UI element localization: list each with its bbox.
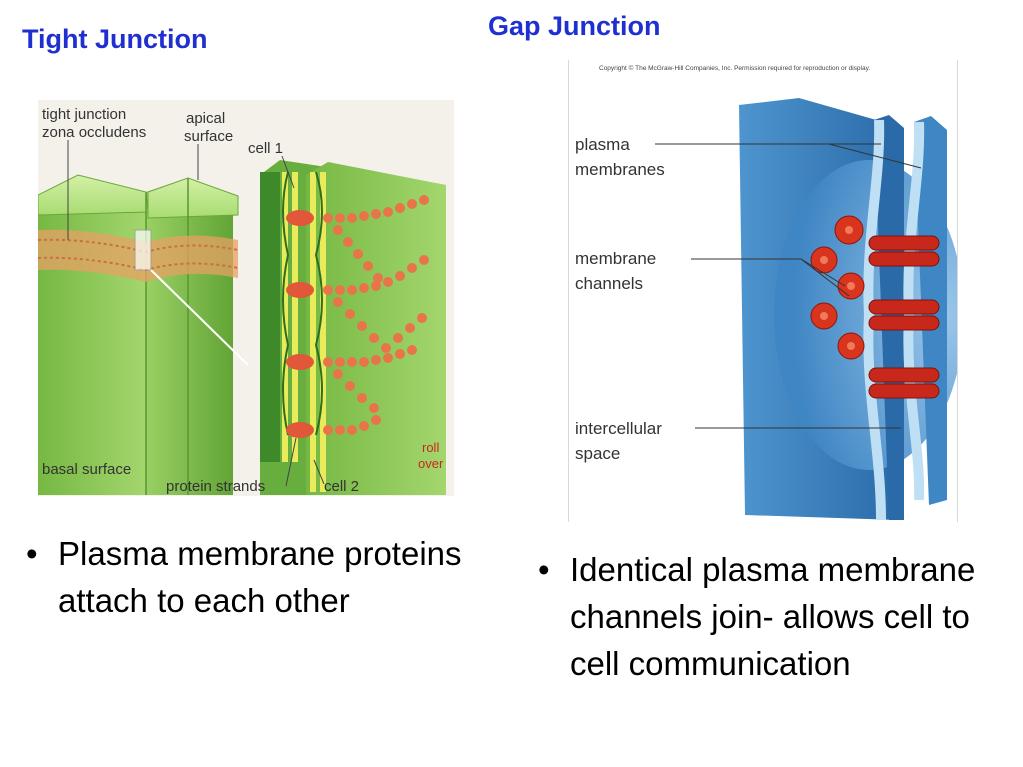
label-membrane: membrane	[575, 249, 656, 268]
label-apical: apical	[186, 110, 225, 127]
gap-junction-title: Gap Junction	[488, 11, 661, 41]
label-intercellular: intercellular	[575, 419, 662, 438]
membrane-cross-section	[260, 160, 446, 495]
label-cell-2: cell 2	[324, 478, 359, 495]
label-membranes: membranes	[575, 160, 665, 179]
label-channels: channels	[575, 274, 643, 293]
tight-junction-bullet: Plasma membrane proteins attach to each …	[26, 530, 476, 624]
tight-junction-figure: tight junction zona occludens apical sur…	[37, 100, 454, 496]
gap-junction-figure: Copyright © The McGraw-Hill Companies, I…	[568, 60, 964, 522]
label-roll: roll	[422, 440, 439, 455]
gap-junction-bullet-list: Identical plasma membrane channels join-…	[538, 546, 978, 687]
label-tight-junction: tight junction	[42, 106, 126, 123]
label-plasma: plasma	[575, 135, 630, 154]
label-space: space	[575, 444, 620, 463]
gap-junction-bullet: Identical plasma membrane channels join-…	[538, 546, 978, 687]
label-protein-strands: protein strands	[166, 478, 265, 495]
columnar-cells	[37, 174, 249, 495]
label-over: over	[418, 456, 444, 471]
label-basal-surface: basal surface	[42, 461, 131, 478]
copyright-notice: Copyright © The McGraw-Hill Companies, I…	[599, 64, 870, 72]
membrane-channels	[810, 215, 940, 399]
label-zona-occludens: zona occludens	[42, 124, 146, 141]
label-cell-1: cell 1	[248, 140, 283, 157]
tight-junction-bullet-list: Plasma membrane proteins attach to each …	[26, 530, 476, 624]
tight-junction-title: Tight Junction	[22, 24, 208, 54]
gap-junction-illustration: Copyright © The McGraw-Hill Companies, I…	[575, 64, 964, 521]
tight-junction-illustration: tight junction zona occludens apical sur…	[37, 106, 446, 495]
label-surface: surface	[184, 128, 233, 145]
